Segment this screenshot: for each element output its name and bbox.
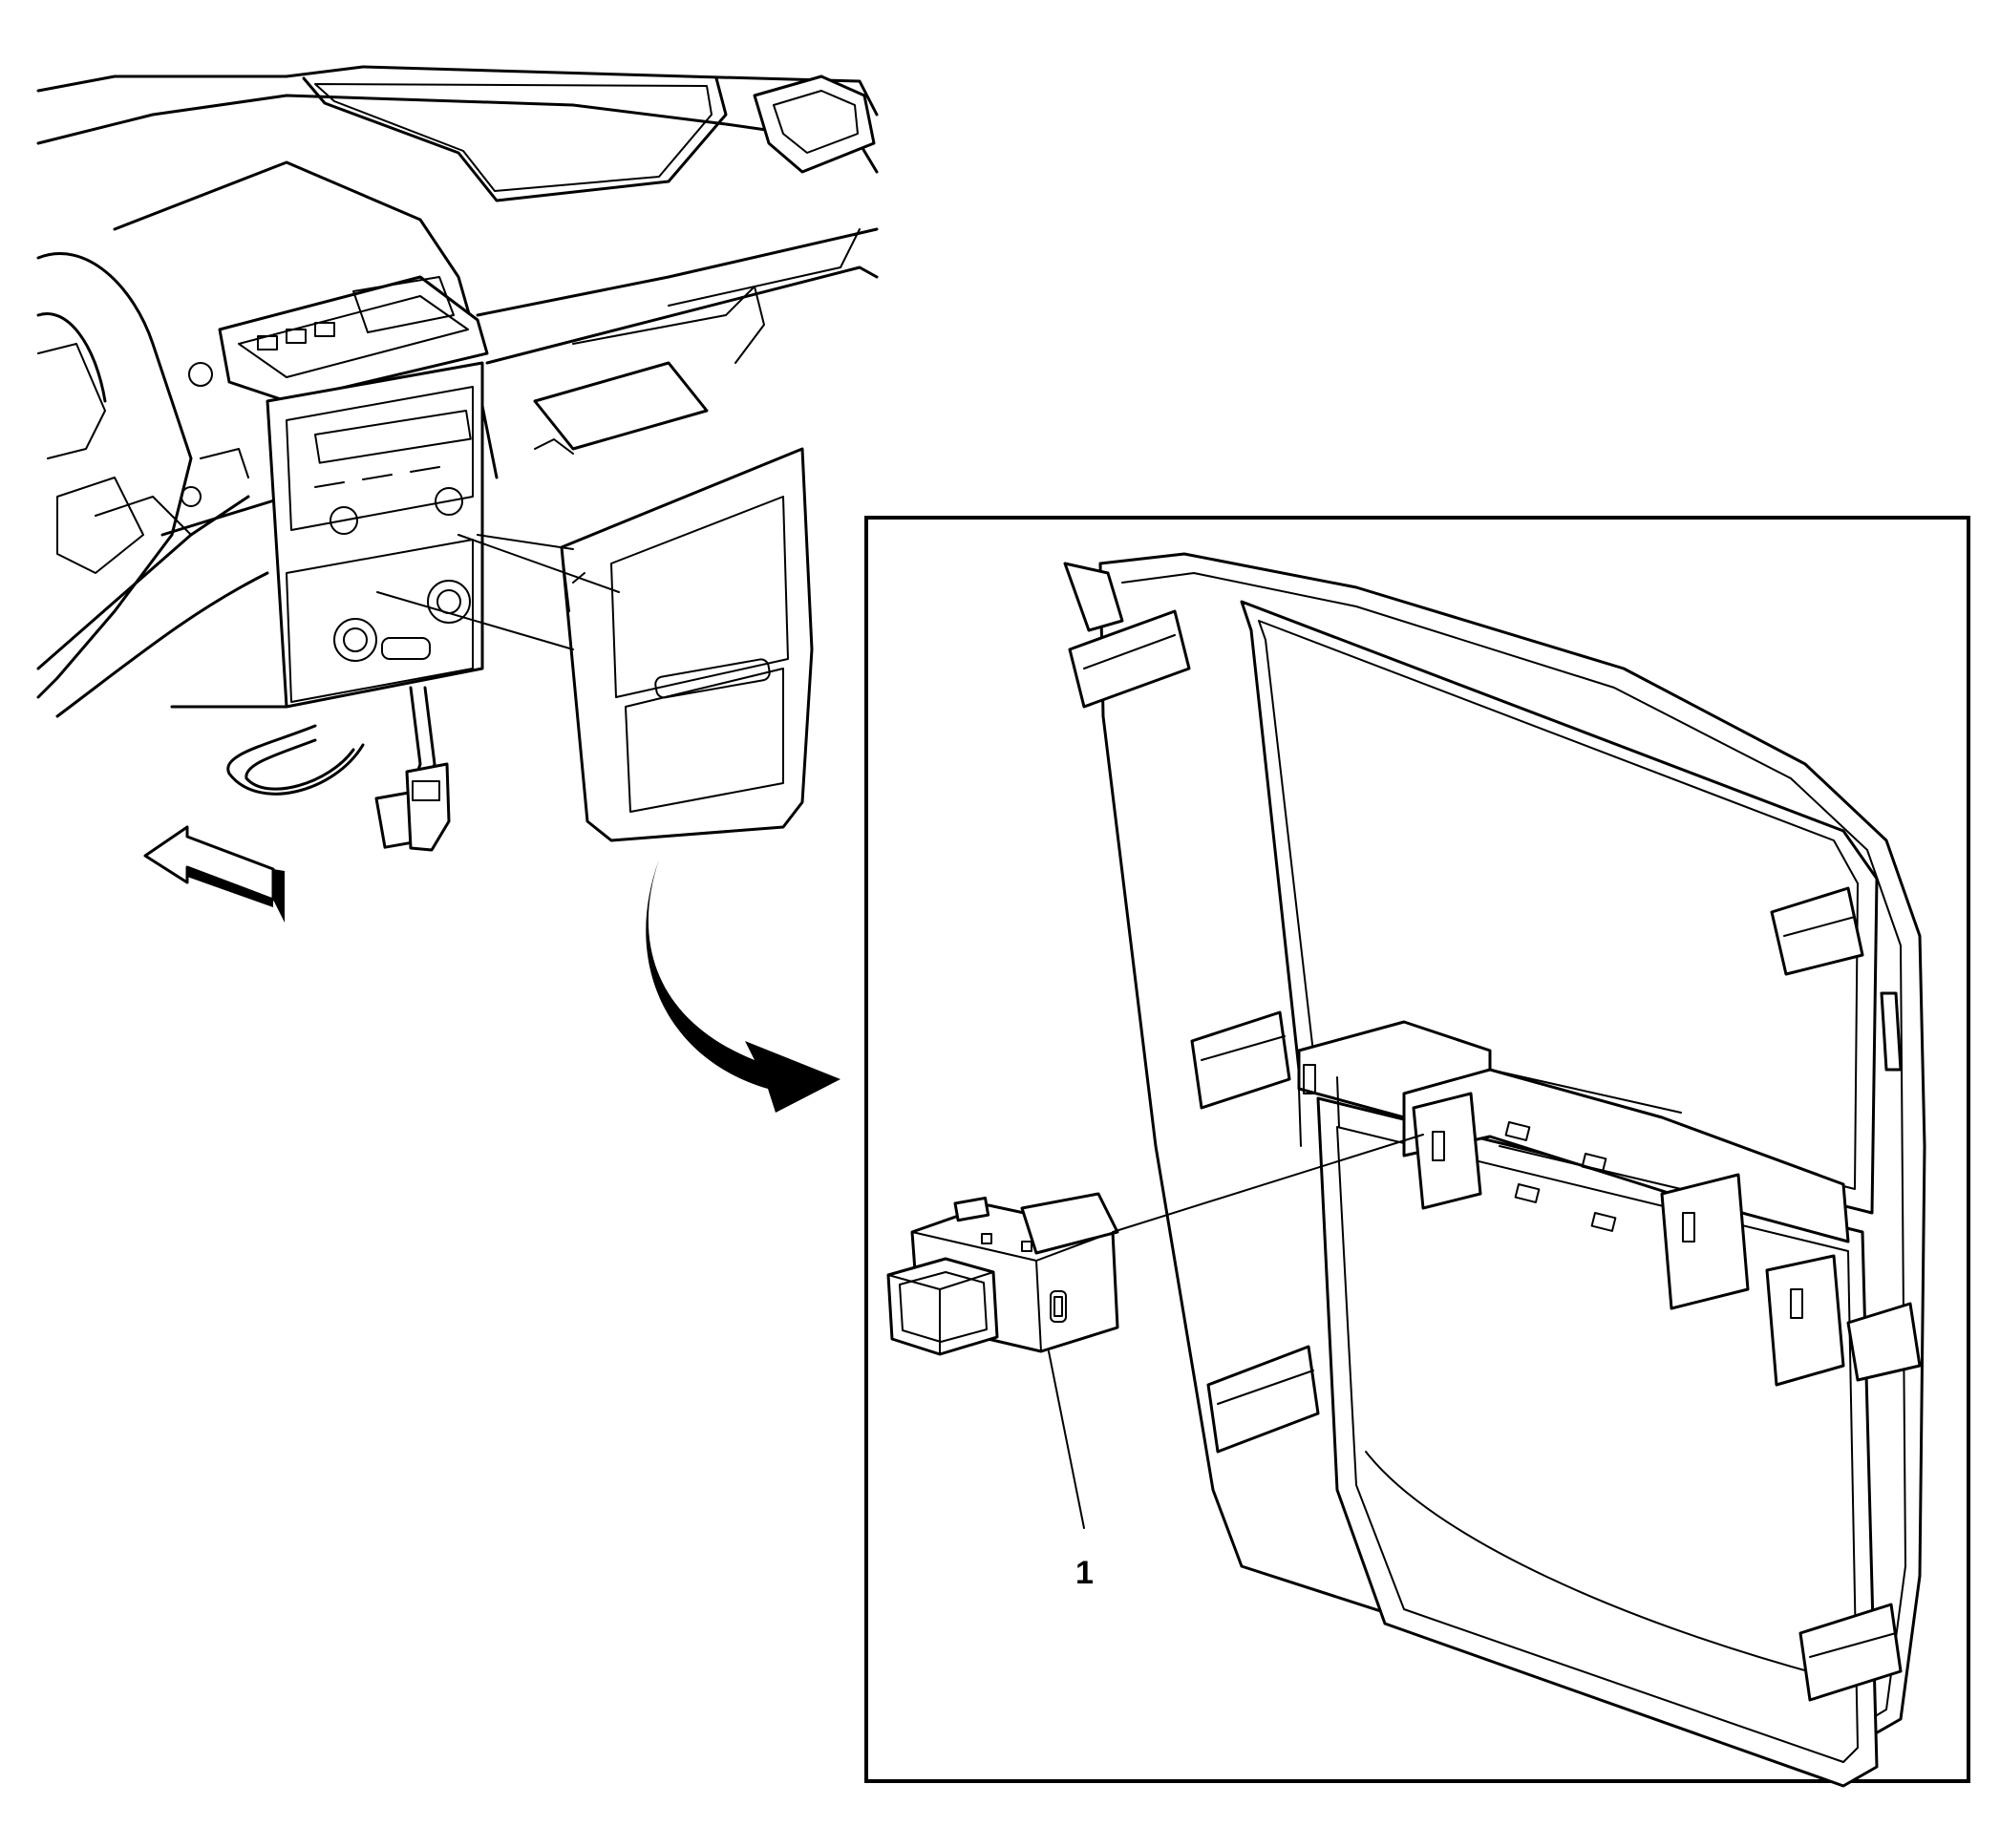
detail-pointer-arrow-icon <box>646 860 840 1113</box>
switch-module-detail <box>886 1134 1424 1356</box>
callout-label-1: 1 <box>1075 1555 1094 1591</box>
radio-bezel-detail <box>1063 552 1926 1788</box>
instrument-panel-overview <box>36 65 879 852</box>
detail-view-frame <box>864 516 1970 1783</box>
callout-1-leader <box>1048 1350 1085 1529</box>
view-direction-arrow-icon <box>143 825 285 923</box>
